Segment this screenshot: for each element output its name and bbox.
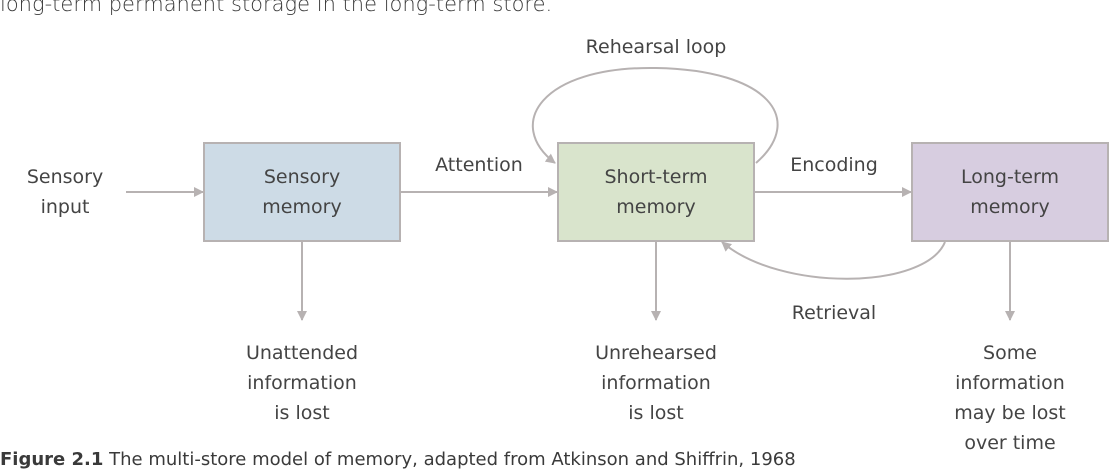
rehearsal-loop-arrow: [531, 66, 779, 164]
unrehearsed-label: Unrehearsed information is lost: [595, 342, 717, 424]
figure-caption: Figure 2.1 The multi-store model of memo…: [0, 449, 796, 470]
some-lost-label: Some information may be lost over time: [954, 342, 1066, 454]
short-term-memory-box: Short-term memory: [557, 142, 755, 242]
retrieval-label: Retrieval: [791, 302, 877, 324]
figure-number: Figure 2.1: [0, 449, 104, 470]
long-term-memory-box: Long-term memory: [911, 142, 1109, 242]
retrieval-arrow: [721, 241, 946, 280]
rehearsal-loop-label: Rehearsal loop: [585, 36, 727, 58]
attention-label: Attention: [435, 154, 523, 176]
figure-caption-text: The multi-store model of memory, adapted…: [109, 449, 796, 470]
encoding-label: Encoding: [790, 154, 878, 176]
sensory-memory-box: Sensory memory: [203, 142, 401, 242]
intro-text: long-term permanent storage in the long-…: [0, 0, 553, 16]
sensory-input-label: Sensory input: [26, 166, 104, 218]
unattended-label: Unattended information is lost: [245, 342, 359, 424]
